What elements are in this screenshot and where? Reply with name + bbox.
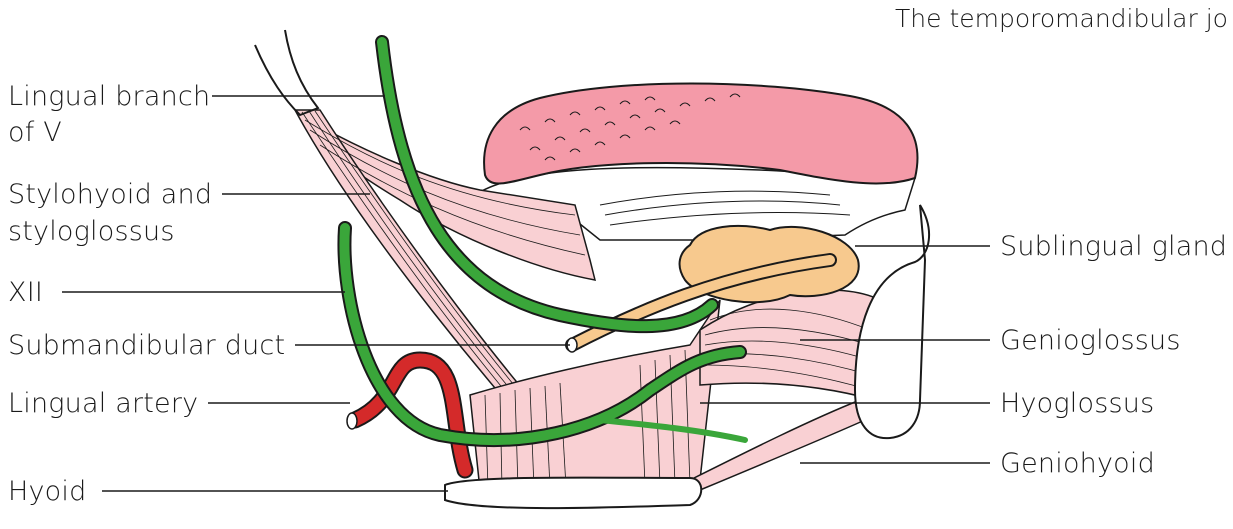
styloid-process [254,29,320,117]
tongue-papillae [519,93,741,161]
label-lingual-branch-2: of V [8,117,62,148]
membrane-lines [599,190,851,226]
hyoid-bone [444,476,703,510]
label-xii: XII [8,277,44,308]
geniohyoid-muscle [688,398,866,491]
lingual-artery-opening [346,412,358,430]
label-submandibular-duct: Submandibular duct [8,330,286,361]
figure-caption: The temporomandibular jo [895,4,1228,33]
genioglossus-muscle [699,289,881,401]
label-stylohyoid-2: styloglossus [8,216,175,247]
tongue [483,82,919,185]
label-stylohyoid: Stylohyoid and [8,179,213,210]
label-geniohyoid: Geniohyoid [1000,448,1155,479]
hypoglossal-branch [597,417,748,443]
label-hyoid: Hyoid [8,476,87,507]
leader-lines [62,95,990,492]
mandible [853,204,931,440]
label-lingual-branch: Lingual branch [8,81,211,112]
label-sublingual-gland: Sublingual gland [1000,231,1228,262]
label-genioglossus: Genioglossus [1000,325,1181,356]
label-hyoglossus: Hyoglossus [1000,388,1155,419]
label-lingual-artery: Lingual artery [8,388,199,419]
